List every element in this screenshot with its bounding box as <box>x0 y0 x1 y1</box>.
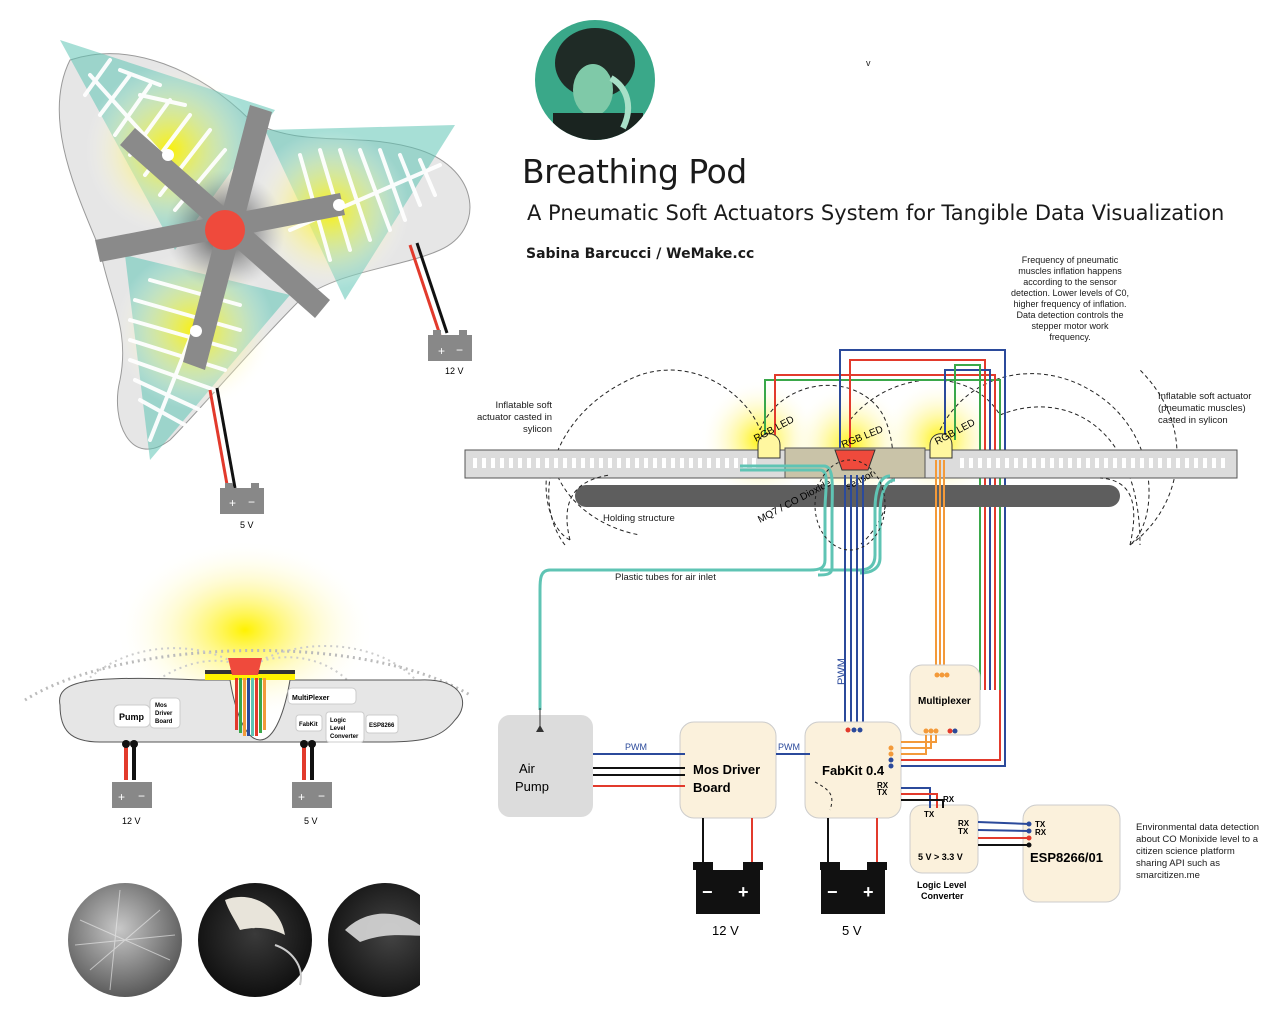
multiplexer-board <box>909 664 981 736</box>
svg-text:+: + <box>298 790 305 804</box>
side-5v-label: 5 V <box>304 816 318 826</box>
side-fabkit-label: FabKit <box>299 722 318 728</box>
side-mos-3: Board <box>155 719 173 725</box>
rgb-led-right <box>929 433 953 459</box>
llc-inner-label: 5 V > 3.3 V <box>918 852 963 862</box>
sensor-side <box>228 658 262 675</box>
battery-5v-side: +− <box>292 782 332 808</box>
stray-mark: v <box>866 58 871 68</box>
bar-ribs <box>473 458 1225 468</box>
svg-text:−: − <box>138 789 145 803</box>
side-12v-label: 12 V <box>122 816 141 826</box>
board-wires <box>593 690 1030 868</box>
llc-label-1: Logic Level <box>917 880 967 890</box>
svg-text:+: + <box>438 344 445 358</box>
label-12v-top: 12 V <box>445 366 464 376</box>
air-pump-label-2: Pump <box>515 779 549 794</box>
llc-rx-top: RX <box>943 795 955 804</box>
environmental-note: Environmental data detection about CO Mo… <box>1136 822 1260 881</box>
multiplexer-label: Multiplexer <box>918 696 971 707</box>
pwm-label-1: PWM <box>625 742 647 752</box>
led-dot <box>162 149 174 161</box>
photo-actuator-dark <box>328 883 420 997</box>
mos-driver-board <box>679 721 777 819</box>
pwm-label-2: PWM <box>778 742 800 752</box>
svg-text:+: + <box>738 882 749 902</box>
svg-text:−: − <box>702 882 713 902</box>
air-tubes <box>538 464 896 710</box>
llc-rx-right: RX <box>958 819 970 828</box>
page-title: Breathing Pod <box>522 152 747 191</box>
fabkit-tx: TX <box>877 788 888 797</box>
label-5v-top: 5 V <box>240 520 254 530</box>
svg-text:+: + <box>863 882 874 902</box>
mos-label-1: Mos Driver <box>693 762 760 777</box>
led-dot <box>333 199 345 211</box>
photo-actuator-hand <box>198 883 312 997</box>
author-portrait <box>535 20 655 140</box>
battery-5v-top: +− <box>220 483 264 514</box>
svg-text:+: + <box>229 496 236 510</box>
led-dot <box>190 325 202 337</box>
svg-text:+: + <box>118 790 125 804</box>
led-wires <box>764 349 1006 690</box>
esp-rx: RX <box>1035 828 1047 837</box>
mos-label-2: Board <box>693 780 731 795</box>
fabkit-label: FabKit 0.4 <box>822 763 885 778</box>
svg-text:−: − <box>248 495 255 509</box>
air-pump-label-1: Air <box>519 761 536 776</box>
side-logic-3: Converter <box>330 734 359 740</box>
esp-tx: TX <box>1035 820 1046 829</box>
multiplexer-signal-wires <box>935 460 945 665</box>
actuator-right-label: Inflatable soft actuator (pneumatic musc… <box>1158 391 1252 426</box>
photo-strip <box>68 883 420 997</box>
battery-5v: − + <box>820 862 887 914</box>
actuator-left-label: Inflatable soft actuator casted in sylic… <box>477 400 552 435</box>
pod-top-view: +− 12 V +− 5 V <box>58 40 472 530</box>
llc-tx-right: TX <box>958 827 969 836</box>
frequency-note: Frequency of pneumatic muscles inflation… <box>1010 255 1130 342</box>
side-mos-2: Driver <box>155 711 173 717</box>
svg-text:−: − <box>318 789 325 803</box>
llc-label-2: Converter <box>921 891 964 901</box>
circuit-diagram: RGB LED RGB LED RGB LED MQ7 / CO Dioxide… <box>464 349 1238 938</box>
battery-12v-label: 12 V <box>712 923 739 938</box>
esp8266-board <box>1022 804 1121 903</box>
llc-tx-top: TX <box>924 810 935 819</box>
air-pump <box>498 715 593 817</box>
pwm-label-vertical: PWM <box>836 658 848 685</box>
rgb-led-left <box>757 433 781 459</box>
sensor-center <box>205 210 245 250</box>
holding-structure-label: Holding structure <box>603 513 675 524</box>
side-logic-1: Logic <box>330 718 347 724</box>
svg-text:−: − <box>456 343 463 357</box>
fabkit-board <box>804 721 902 819</box>
wire-bundle <box>235 678 266 736</box>
pwm-wires <box>844 475 864 725</box>
page-subtitle: A Pneumatic Soft Actuators System for Ta… <box>527 201 1225 225</box>
battery-5v-label: 5 V <box>842 923 862 938</box>
side-pump-label: Pump <box>119 712 145 722</box>
side-logic-2: Level <box>330 726 346 732</box>
side-mos-1: Mos <box>155 703 168 709</box>
svg-text:−: − <box>827 882 838 902</box>
logic-level-converter <box>909 804 979 874</box>
battery-12v-top: +− <box>428 330 472 361</box>
author-line: Sabina Barcucci / WeMake.cc <box>526 246 755 262</box>
battery-12v-side: +− <box>112 782 152 808</box>
fabkit-rx: RX <box>877 781 889 790</box>
holding-structure <box>575 485 1120 507</box>
side-multiplexer-label: MultiPlexer <box>292 695 330 702</box>
esp-label: ESP8266/01 <box>1030 850 1103 865</box>
tubes-label: Plastic tubes for air inlet <box>615 572 716 583</box>
side-esp-label: ESP8266 <box>369 723 395 729</box>
pod-side-view: Pump Mos Driver Board MultiPlexer FabKit… <box>24 540 471 826</box>
battery-12v: − + <box>693 862 763 914</box>
